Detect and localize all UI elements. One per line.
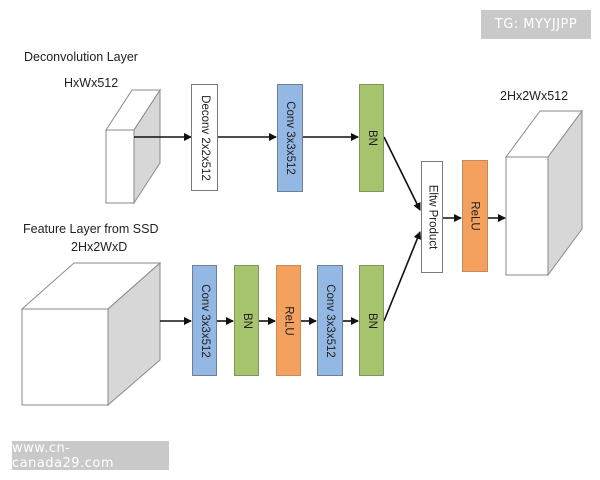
arrow-bn2-to-eltw — [383, 231, 422, 322]
deconv-block: Deconv 2x2x512 — [191, 84, 218, 191]
feature-layer-label: Feature Layer from SSD — [23, 222, 159, 236]
deconv-input-cube — [105, 88, 161, 205]
bottom-conv1-block: Conv 3x3x512 — [192, 265, 217, 376]
deconv-shape-label: HxWx512 — [64, 76, 119, 90]
output-cube — [505, 109, 583, 277]
merge-relu-block: ReLU — [462, 160, 488, 272]
top-bn-block-label: BN — [365, 130, 378, 146]
bottom-relu-block-label: ReLU — [282, 305, 295, 336]
watermark-top-badge: TG: MYYJJPP — [481, 10, 591, 39]
top-bn-block: BN — [359, 84, 384, 192]
bottom-bn2-block-label: BN — [365, 312, 378, 329]
arrow-bn-to-eltw — [383, 136, 421, 211]
feature-input-cube — [20, 261, 162, 407]
merge-relu-block-label: ReLU — [469, 201, 481, 231]
bottom-conv1-block-label: Conv 3x3x512 — [198, 283, 211, 358]
bottom-bn1-block-label: BN — [240, 312, 253, 329]
bottom-conv2-block: Conv 3x3x512 — [317, 265, 343, 376]
deconv-layer-label: Deconvolution Layer — [24, 50, 138, 64]
bottom-bn2-block: BN — [359, 265, 384, 376]
bottom-bn1-block: BN — [234, 265, 259, 376]
deconv-block-label: Deconv 2x2x512 — [198, 94, 211, 181]
output-shape-label: 2Hx2Wx512 — [500, 89, 569, 103]
feature-shape-label: 2Hx2WxD — [71, 240, 128, 254]
watermark-bottom-badge: www.cn-canada29.com — [12, 441, 169, 471]
eltw-product-block-label: Eltw Product — [426, 184, 438, 250]
bottom-conv2-block-label: Conv 3x3x512 — [324, 283, 336, 358]
top-conv-block-label: Conv 3x3x512 — [284, 101, 296, 175]
bottom-relu-block: ReLU — [276, 265, 301, 376]
top-conv-block: Conv 3x3x512 — [277, 84, 303, 192]
eltw-product-block: Eltw Product — [421, 161, 443, 273]
